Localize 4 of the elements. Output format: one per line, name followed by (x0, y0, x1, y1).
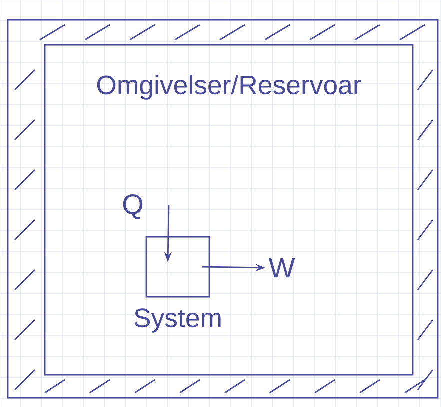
caption-label: System (134, 308, 221, 333)
symbol-label: Q (123, 194, 143, 220)
system-box (146, 236, 210, 298)
symbol-label: W (268, 258, 296, 278)
